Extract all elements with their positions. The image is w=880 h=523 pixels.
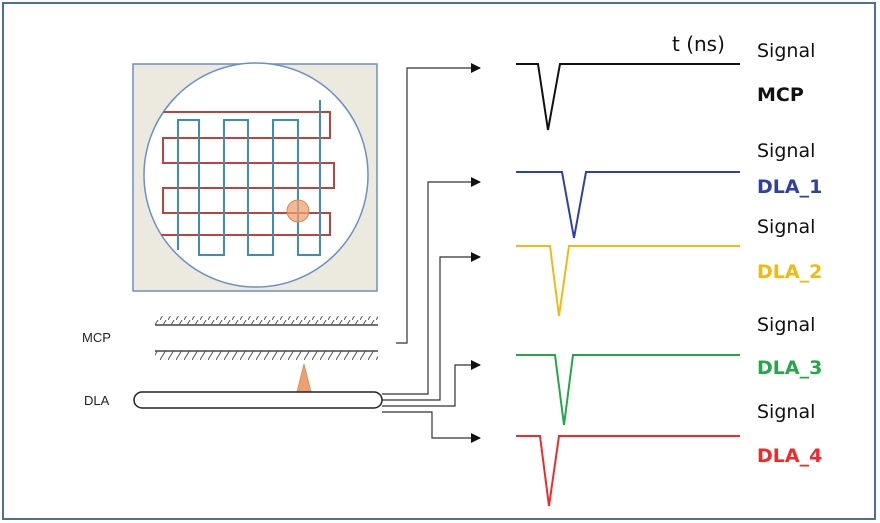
signal-name-dla-3: DLA_3 <box>757 357 822 379</box>
dla-bar <box>133 391 383 409</box>
signal-name-dla-1: DLA_1 <box>757 176 822 198</box>
anode-panel <box>132 62 378 292</box>
signal-label-dla-2: Signal DLA_2 <box>757 216 822 283</box>
connector-dla-1 <box>382 177 481 395</box>
signal-name-dla-2: DLA_2 <box>757 261 822 283</box>
connection-lines <box>382 63 481 443</box>
electron-cone <box>296 363 312 393</box>
signal-label-dla-4: Signal DLA_4 <box>757 401 822 467</box>
signal-label-dla-3: Signal DLA_3 <box>757 314 822 379</box>
signal-name-dla-4: DLA_4 <box>757 445 822 467</box>
mcp-plates <box>155 316 378 360</box>
hit-spot <box>286 199 310 223</box>
signal-word: Signal <box>757 401 815 423</box>
signal-label-mcp: Signal MCP <box>757 40 815 106</box>
connector-dla-2 <box>382 252 481 401</box>
trace-dla-3 <box>516 354 740 426</box>
signal-word: Signal <box>757 40 815 62</box>
connector-dla-3 <box>382 360 481 407</box>
connector-dla-4 <box>382 411 481 443</box>
signal-word: Signal <box>757 216 815 238</box>
meander-vertical <box>177 100 321 256</box>
trace-dla-1 <box>516 171 740 239</box>
signal-word: Signal <box>757 314 815 336</box>
dla-label: DLA <box>84 393 110 408</box>
trace-dla-4 <box>516 435 740 507</box>
signal-name-mcp: MCP <box>757 84 804 106</box>
trace-dla-2 <box>516 245 740 317</box>
trace-mcp <box>516 63 740 131</box>
connector-mcp <box>396 63 481 344</box>
signal-label-dla-1: Signal DLA_1 <box>757 140 822 198</box>
signal-word: Signal <box>757 140 815 162</box>
meander-horizontal <box>150 111 335 236</box>
mcp-label: MCP <box>82 330 111 345</box>
time-axis-label: t (ns) <box>672 32 725 56</box>
